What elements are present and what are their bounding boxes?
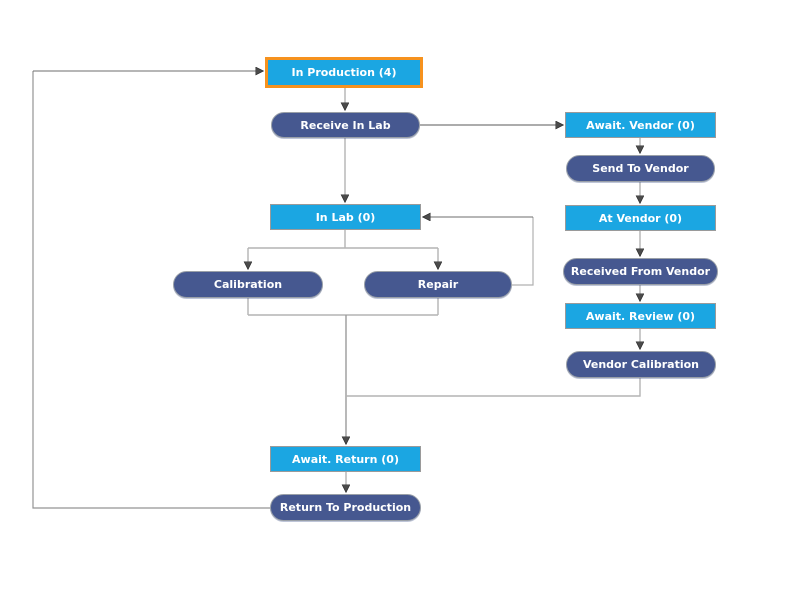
- node-at-vendor-label: At Vendor (0): [598, 211, 683, 225]
- edge-repair-loop-segment: [512, 217, 534, 286]
- edge-return-loop-segment: [32, 71, 270, 509]
- node-in-production-label: In Production (4): [291, 66, 397, 79]
- node-vendor-calibration[interactable]: Vendor Calibration: [566, 351, 716, 378]
- node-repair-label: Repair: [417, 278, 459, 291]
- edge-calibration-repair-merge: [247, 298, 439, 316]
- edge-in-lab-split: [248, 230, 438, 249]
- node-received-from-vendor-label: Received From Vendor: [570, 265, 711, 278]
- node-return-to-production[interactable]: Return To Production: [270, 494, 421, 521]
- node-vendor-calibration-label: Vendor Calibration: [582, 358, 700, 371]
- node-repair[interactable]: Repair: [364, 271, 512, 298]
- node-await-review-label: Await. Review (0): [585, 309, 696, 323]
- node-calibration[interactable]: Calibration: [173, 271, 323, 298]
- node-receive-in-lab[interactable]: Receive In Lab: [271, 112, 420, 138]
- node-await-return-label: Await. Return (0): [292, 452, 399, 466]
- node-calibration-label: Calibration: [213, 278, 283, 291]
- node-receive-in-lab-label: Receive In Lab: [300, 118, 391, 132]
- node-send-to-vendor[interactable]: Send To Vendor: [566, 155, 715, 182]
- node-in-production[interactable]: In Production (4): [265, 57, 423, 88]
- node-await-return[interactable]: Await. Return (0): [270, 446, 421, 472]
- edge-vendor-calibration-to-await-return: [346, 378, 641, 397]
- node-in-lab-label: In Lab (0): [315, 210, 376, 224]
- node-await-vendor-label: Await. Vendor (0): [586, 118, 695, 132]
- node-in-lab[interactable]: In Lab (0): [270, 204, 421, 230]
- node-await-review[interactable]: Await. Review (0): [565, 303, 716, 329]
- node-received-from-vendor[interactable]: Received From Vendor: [563, 258, 718, 285]
- node-return-to-production-label: Return To Production: [279, 501, 412, 514]
- node-send-to-vendor-label: Send To Vendor: [592, 162, 689, 175]
- node-await-vendor[interactable]: Await. Vendor (0): [565, 112, 716, 138]
- node-at-vendor[interactable]: At Vendor (0): [565, 205, 716, 231]
